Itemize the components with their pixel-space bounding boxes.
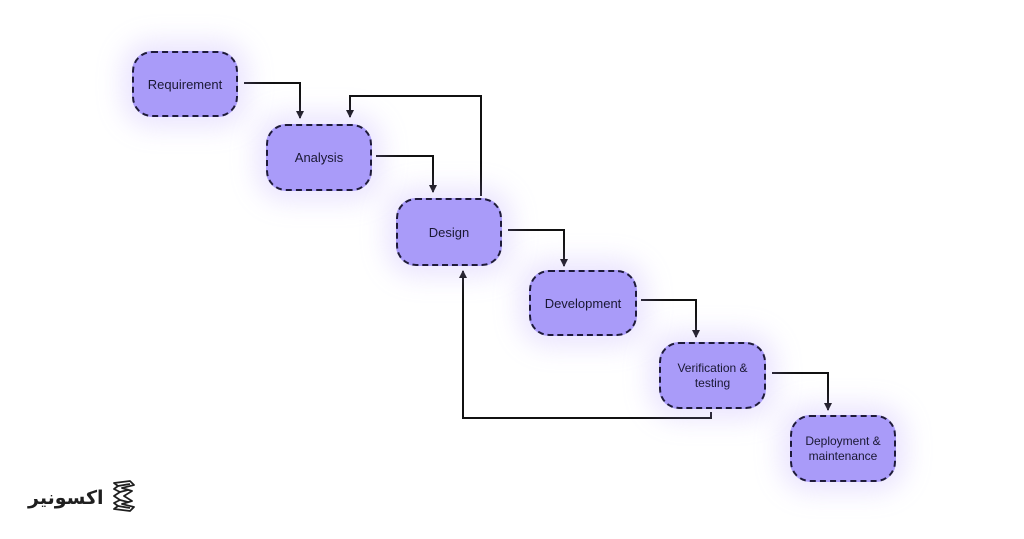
arrow-analysis-to-design	[376, 155, 437, 193]
brand-logo: اکسونیر	[28, 476, 136, 520]
arrow-verification-to-deployment	[772, 372, 832, 411]
node-label: Design	[428, 224, 470, 240]
arrow-development-to-verification	[641, 299, 700, 338]
arrow-design-to-analysis	[346, 95, 482, 196]
arrow-verification-to-design	[459, 270, 712, 419]
node-analysis: Analysis	[266, 124, 372, 191]
node-label: Development	[544, 295, 622, 311]
arrow-requirement-to-analysis	[244, 82, 304, 119]
node-development: Development	[529, 270, 637, 336]
node-requirement: Requirement	[132, 51, 238, 117]
node-deployment-maintenance: Deployment & maintenance	[790, 415, 896, 482]
node-label-line2: maintenance	[808, 448, 878, 463]
node-label-line1: Deployment &	[805, 433, 881, 448]
node-label: Analysis	[294, 150, 344, 165]
brand-name: اکسونیر	[28, 487, 104, 509]
node-label-line1: Verification &	[677, 360, 748, 375]
arrow-design-to-development	[508, 229, 568, 267]
node-label-line2: testing	[694, 375, 731, 390]
node-label: Requirement	[147, 76, 223, 92]
node-design: Design	[396, 198, 502, 266]
node-verification-testing: Verification & testing	[659, 342, 766, 409]
exonier-logo-icon	[110, 479, 136, 518]
